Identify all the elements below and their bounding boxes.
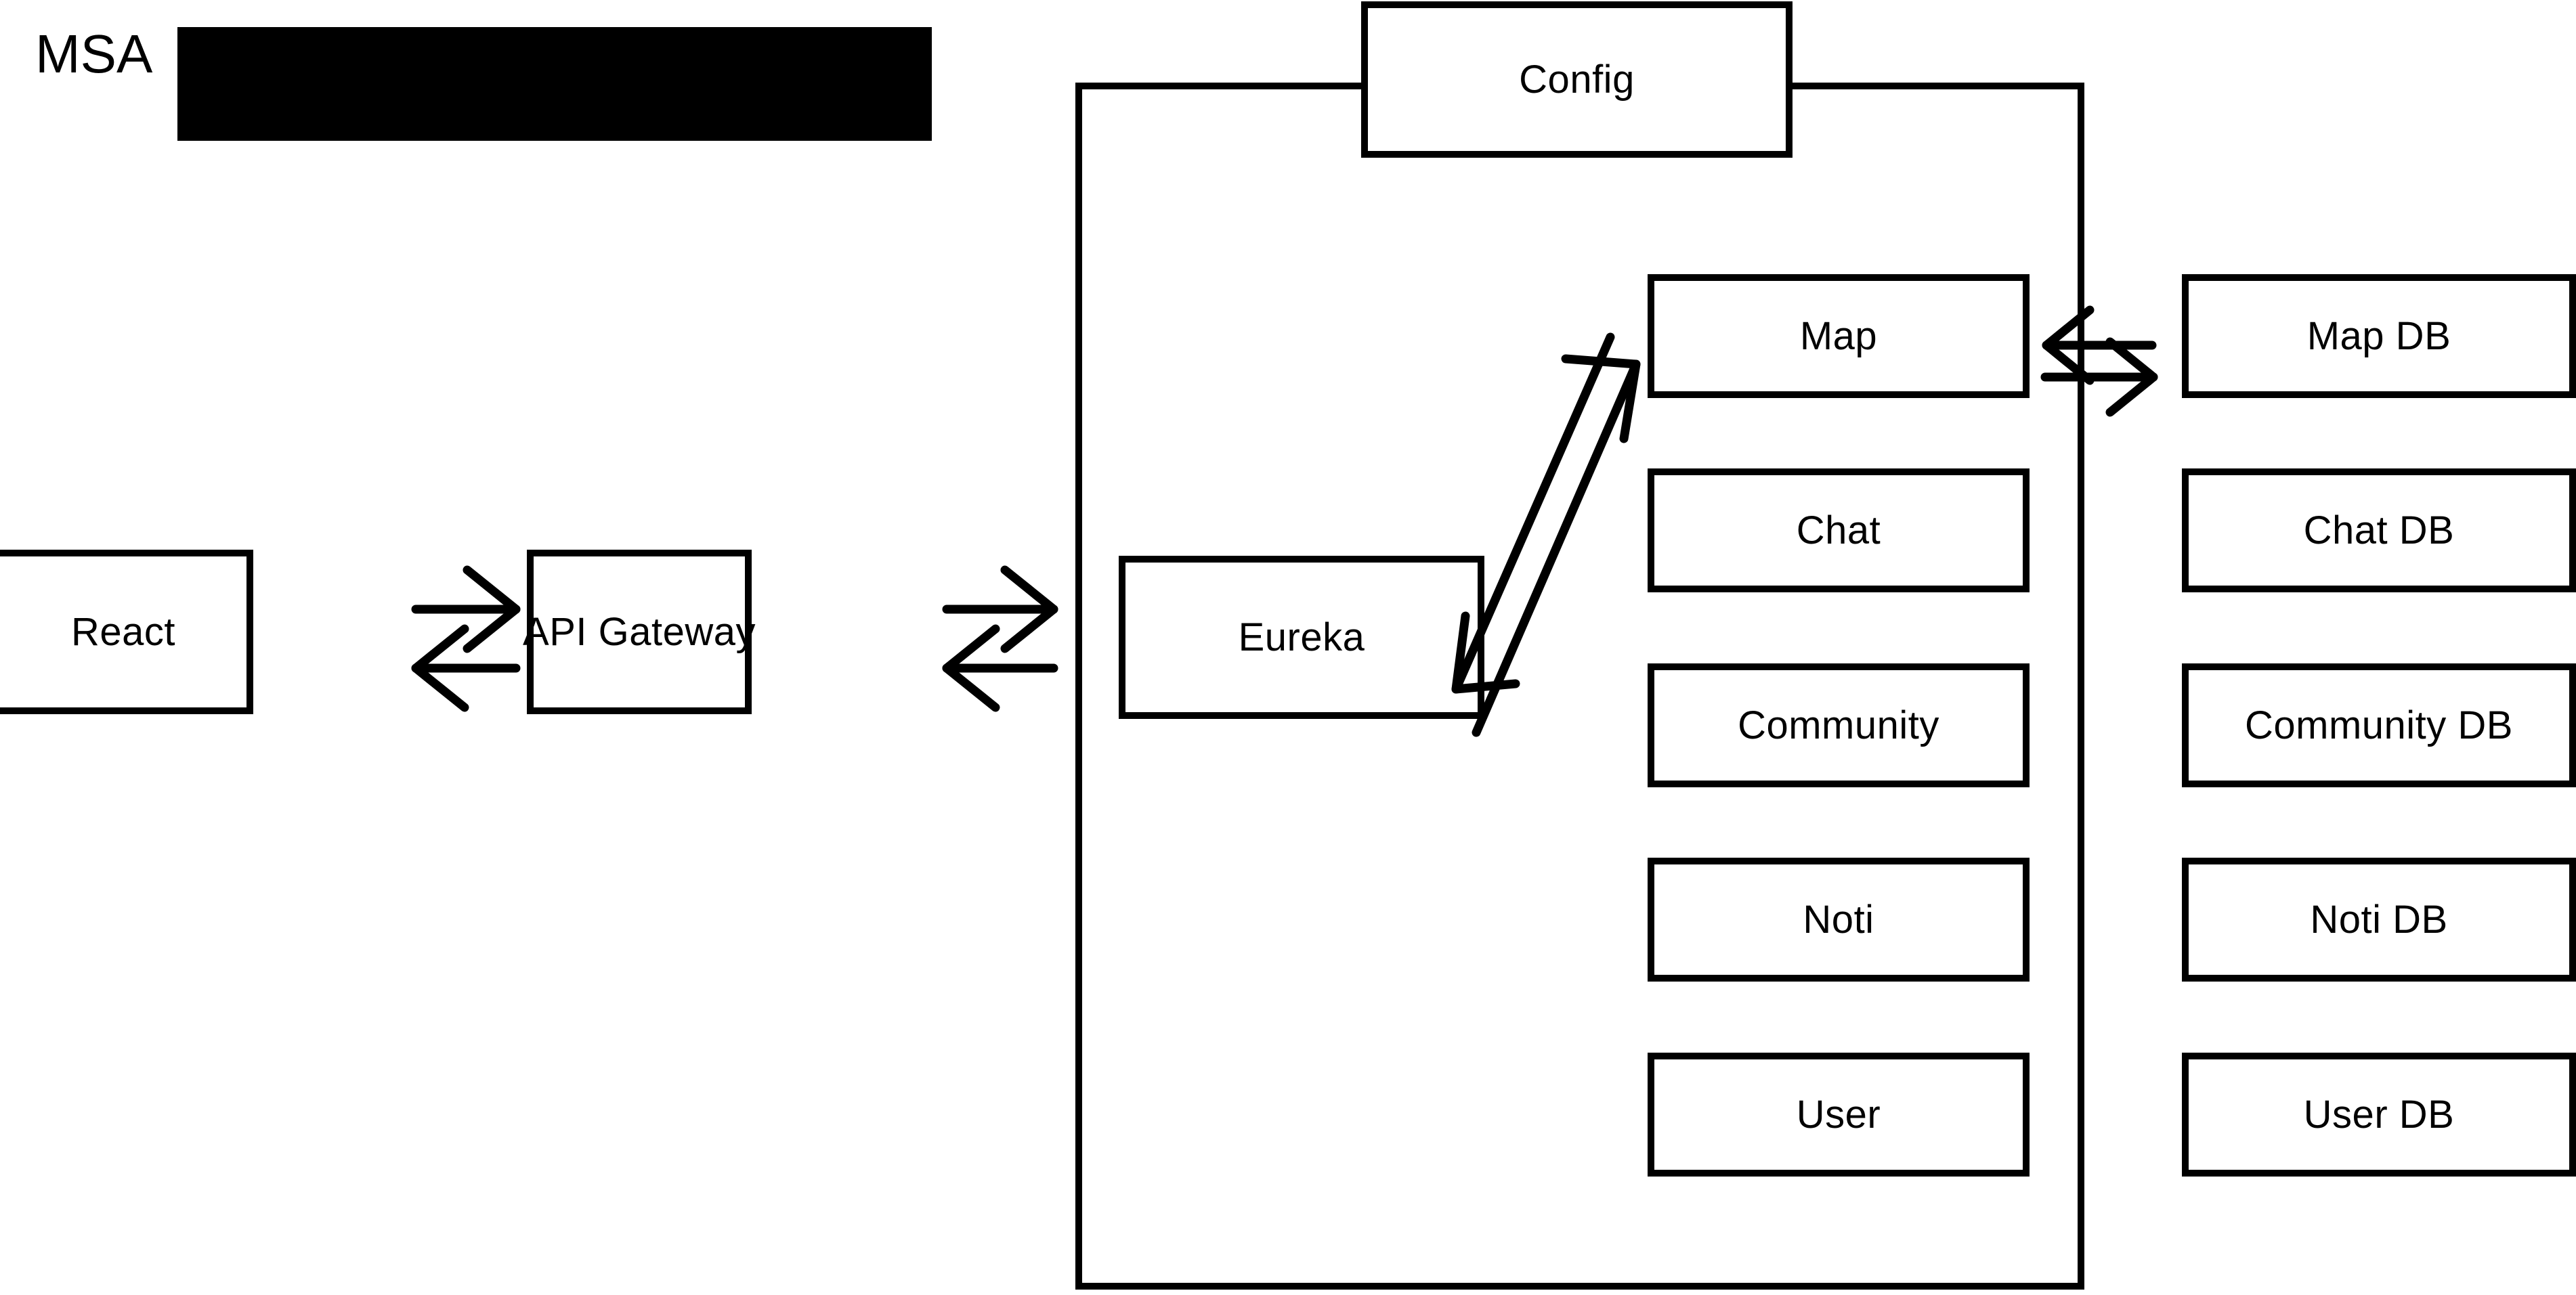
node-db-community-label: Community DB <box>2245 703 2513 747</box>
node-react-label: React <box>70 609 175 654</box>
node-db-user-label: User DB <box>2303 1092 2455 1137</box>
node-config[interactable]: Config <box>1361 1 1793 158</box>
arrow-react-to-gateway <box>411 565 521 653</box>
node-service-community[interactable]: Community <box>1648 663 2030 787</box>
arrow-msa-to-gateway <box>942 624 1058 712</box>
node-db-noti-label: Noti DB <box>2310 897 2448 942</box>
node-db-user[interactable]: User DB <box>2182 1053 2576 1177</box>
node-service-chat[interactable]: Chat <box>1648 468 2030 592</box>
node-react[interactable]: React <box>0 550 253 714</box>
arrow-gateway-to-msa <box>942 565 1058 653</box>
node-api-gateway-label: API Gateway <box>523 609 756 654</box>
node-service-noti-label: Noti <box>1803 897 1874 942</box>
node-eureka-label: Eureka <box>1238 615 1365 659</box>
node-service-map-label: Map <box>1799 313 1878 358</box>
node-db-map-label: Map DB <box>2306 313 2451 358</box>
node-db-noti[interactable]: Noti DB <box>2182 858 2576 982</box>
arrow-gateway-to-react <box>411 624 521 712</box>
node-service-chat-label: Chat <box>1796 508 1881 552</box>
node-db-chat[interactable]: Chat DB <box>2182 468 2576 592</box>
page-title: MSA <box>35 24 153 84</box>
redaction-bar <box>177 27 932 141</box>
node-db-map[interactable]: Map DB <box>2182 274 2576 398</box>
node-service-map[interactable]: Map <box>1648 274 2030 398</box>
node-db-chat-label: Chat DB <box>2303 508 2455 552</box>
node-service-community-label: Community <box>1738 703 1939 747</box>
node-service-user-label: User <box>1796 1092 1881 1137</box>
node-eureka[interactable]: Eureka <box>1119 556 1484 719</box>
node-config-label: Config <box>1519 57 1635 102</box>
node-db-community[interactable]: Community DB <box>2182 663 2576 787</box>
node-service-user[interactable]: User <box>1648 1053 2030 1177</box>
node-api-gateway[interactable]: API Gateway <box>523 550 756 714</box>
node-service-noti[interactable]: Noti <box>1648 858 2030 982</box>
